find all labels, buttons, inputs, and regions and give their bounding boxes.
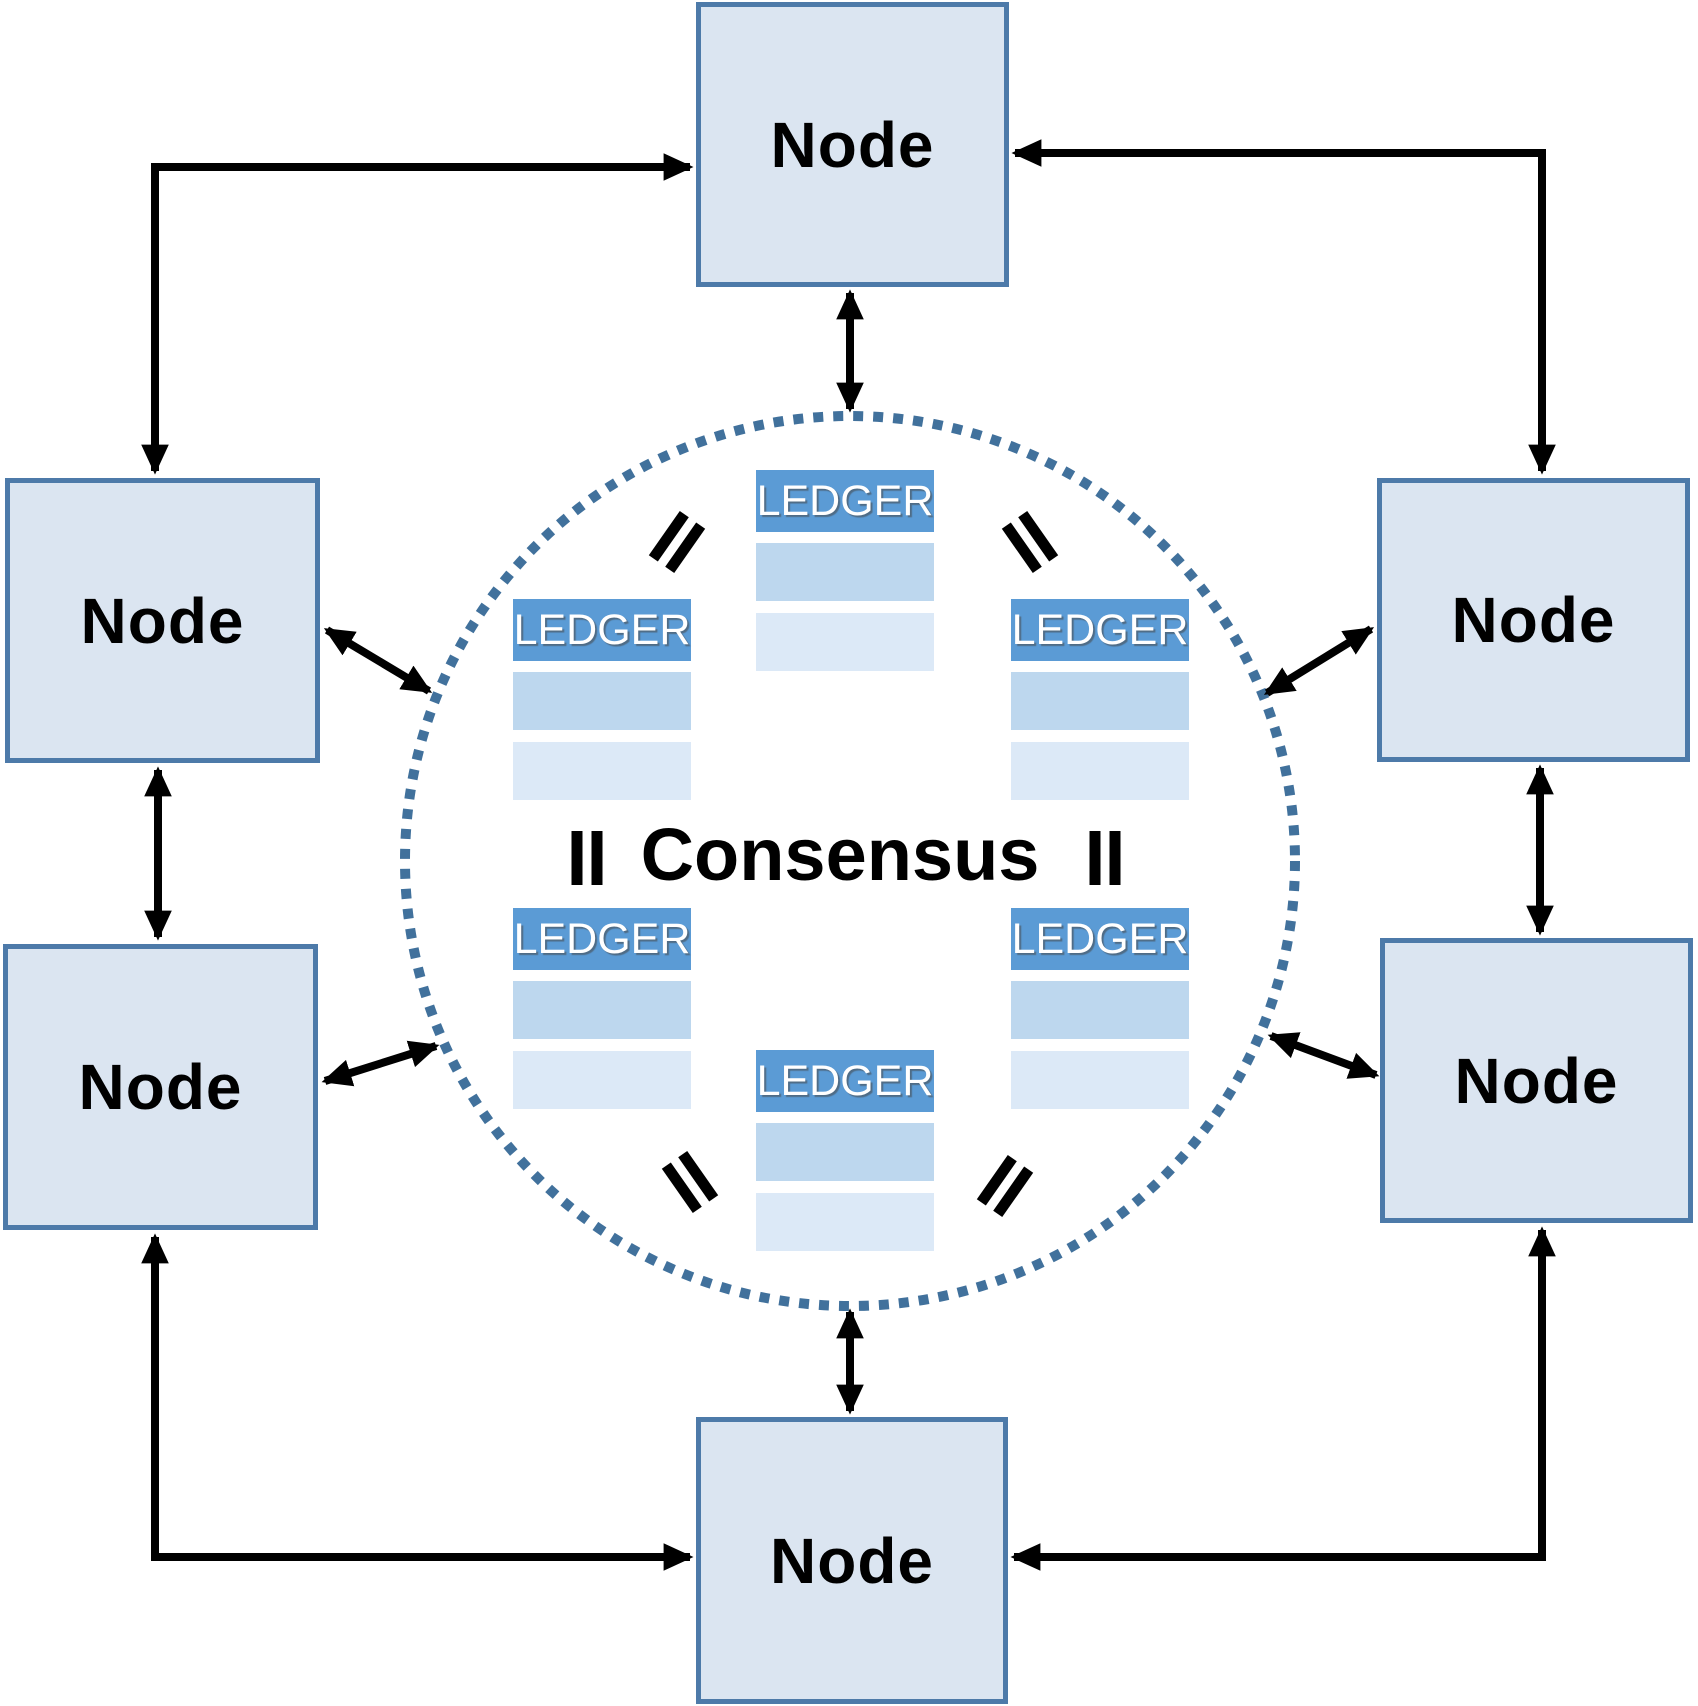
- consensus-label: Consensus: [640, 813, 1040, 897]
- ledger-header: LEDGER: [513, 599, 691, 661]
- ledger-mid-left: LEDGER: [513, 599, 691, 800]
- ledger-row: [1011, 1051, 1189, 1109]
- ledger-header: LEDGER: [1011, 599, 1189, 661]
- ledger-row: [1011, 742, 1189, 800]
- ledger-header: LEDGER: [756, 1050, 934, 1112]
- node-top: Node: [696, 2, 1009, 287]
- node-lower-right: Node: [1380, 938, 1693, 1223]
- ledger-header: LEDGER: [513, 908, 691, 970]
- ledger-header: LEDGER: [1011, 908, 1189, 970]
- ledger-low-left: LEDGER: [513, 908, 691, 1109]
- connector-top-right-elbow: [1011, 139, 1556, 475]
- ledger-bottom: LEDGER: [756, 1050, 934, 1251]
- ledger-row: [513, 981, 691, 1039]
- connector-bottom-left-elbow: [141, 1233, 694, 1571]
- node-label: Node: [770, 1524, 934, 1597]
- ledger-header: LEDGER: [756, 470, 934, 532]
- equals-sign-top-right: [1001, 510, 1059, 574]
- connector-top-left-elbow: [141, 153, 694, 475]
- ledger-row: [513, 672, 691, 730]
- connector-lowerleft-circle: [321, 1040, 440, 1087]
- node-label: Node: [78, 1051, 243, 1123]
- equals-sign-top-left: [648, 510, 706, 574]
- node-label: Node: [770, 108, 935, 181]
- node-lower-left: Node: [3, 944, 318, 1230]
- ledger-row: [513, 742, 691, 800]
- consensus-circle: [400, 411, 1300, 1311]
- node-upper-left: Node: [5, 478, 320, 763]
- node-label: Node: [80, 584, 245, 657]
- ledger-row: [756, 1123, 934, 1181]
- connector-bottom-right-elbow: [1010, 1226, 1556, 1571]
- ledger-row: [513, 1051, 691, 1109]
- node-upper-right: Node: [1377, 478, 1690, 762]
- ledger-row: [756, 543, 934, 601]
- connector-upperright-circle: [1263, 625, 1375, 697]
- equals-sign-mid-right: [1089, 831, 1121, 885]
- connector-upperleft-circle: [323, 626, 433, 695]
- equals-sign-bottom-left: [661, 1150, 719, 1214]
- ledger-row: [756, 613, 934, 671]
- ledger-mid-right: LEDGER: [1011, 599, 1189, 800]
- equals-sign-bottom-right: [976, 1154, 1034, 1218]
- ledger-low-right: LEDGER: [1011, 908, 1189, 1109]
- equals-sign-mid-left: [571, 831, 603, 885]
- ledger-row: [1011, 981, 1189, 1039]
- connector-lowerright-circle: [1267, 1032, 1380, 1079]
- ledger-row: [1011, 672, 1189, 730]
- ledger-top: LEDGER: [756, 470, 934, 671]
- node-label: Node: [1451, 584, 1616, 656]
- node-bottom: Node: [696, 1417, 1008, 1704]
- ledger-row: [756, 1193, 934, 1251]
- node-label: Node: [1454, 1044, 1619, 1117]
